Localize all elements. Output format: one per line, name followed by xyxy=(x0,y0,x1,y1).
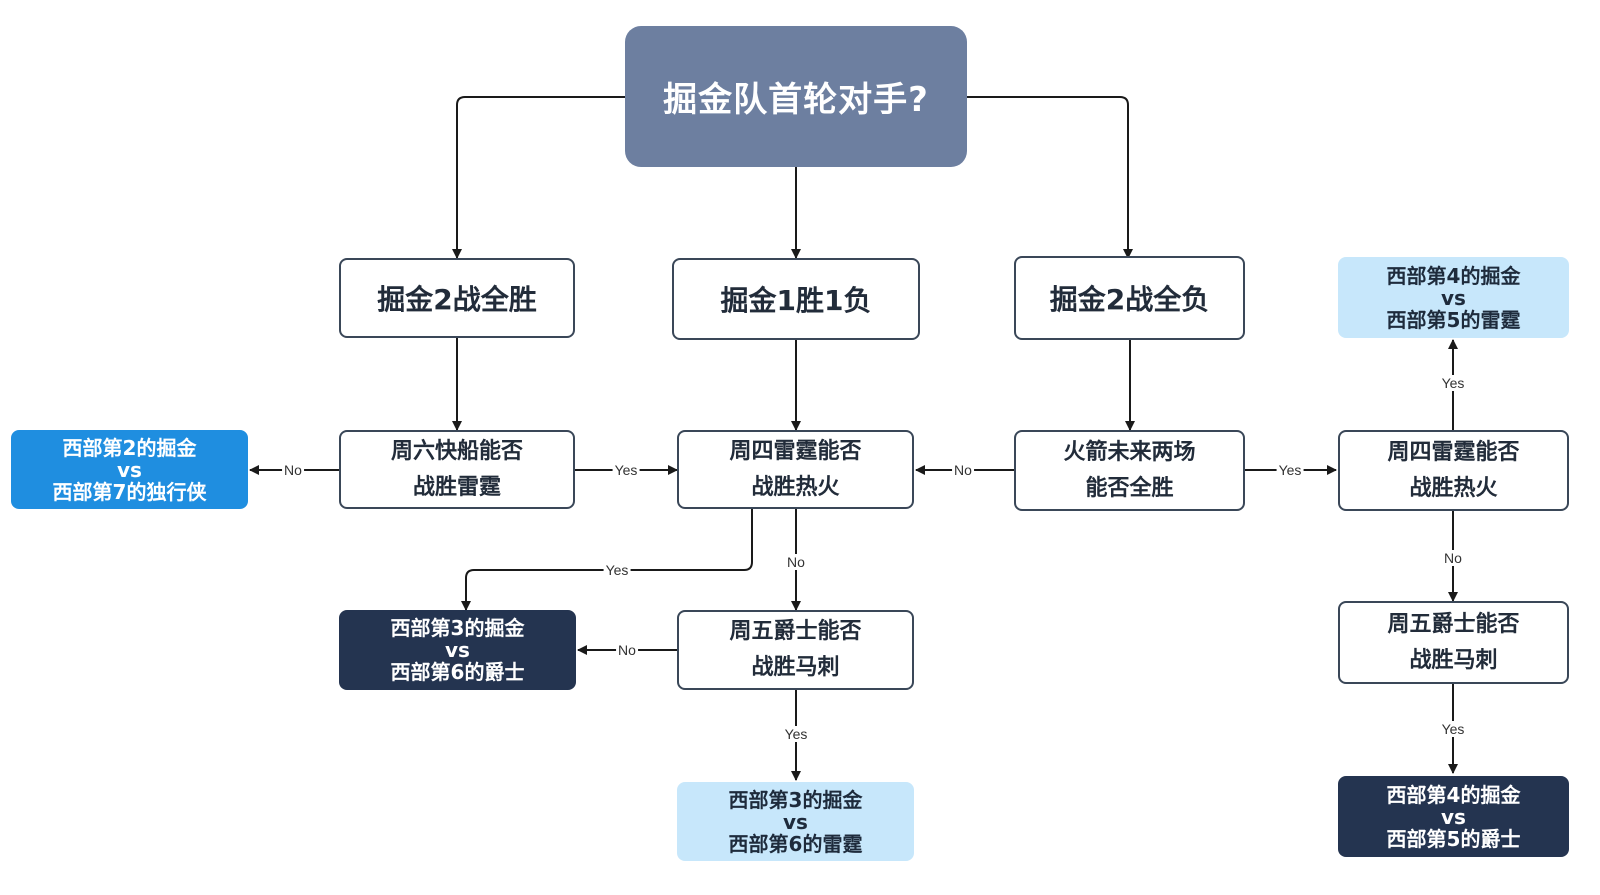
result-line-1: 西部第3的掘金 xyxy=(728,787,863,812)
edge-root-left xyxy=(452,96,625,259)
edge-label-yes: Yes xyxy=(1276,462,1304,478)
question-thunder-beat-heat-center: 周四雷霆能否 战胜热火 xyxy=(677,430,914,509)
result-vs: vs xyxy=(445,638,470,662)
result-vs: vs xyxy=(1441,804,1466,829)
result-line-2: 西部第5的爵士 xyxy=(1386,826,1521,851)
result-nuggets4-vs-jazz: 西部第4的掘金 vs 西部第5的爵士 xyxy=(1338,776,1569,857)
question-jazz-beat-spurs-center: 周五爵士能否 战胜马刺 xyxy=(677,610,914,690)
edge-label-no: No xyxy=(1442,550,1464,566)
result-line-2: 西部第7的独行侠 xyxy=(52,479,207,504)
edge-label-no: No xyxy=(616,642,638,658)
edge-label-no: No xyxy=(952,462,974,478)
edge-root-right xyxy=(967,96,1133,259)
question-line-2: 战胜热火 xyxy=(751,474,840,500)
result-vs: vs xyxy=(783,809,808,834)
edge-label-no: No xyxy=(282,462,304,478)
edge-label-yes: Yes xyxy=(1439,721,1467,737)
result-line-1: 西部第4的掘金 xyxy=(1386,782,1521,807)
node-label: 掘金1胜1负 xyxy=(720,284,872,317)
node-nuggets-2-losses: 掘金2战全负 xyxy=(1014,256,1245,340)
root-question-node: 掘金队首轮对手? xyxy=(625,26,967,167)
question-line-1: 火箭未来两场 xyxy=(1063,439,1196,465)
question-line-1: 周四雷霆能否 xyxy=(729,438,862,464)
question-line-1: 周六快船能否 xyxy=(390,438,523,464)
edge-label-no: No xyxy=(785,554,807,570)
result-nuggets3-vs-jazz: 西部第3的掘金 vs 西部第6的爵士 xyxy=(339,610,576,690)
edge-label-yes: Yes xyxy=(612,462,640,478)
question-line-1: 周五爵士能否 xyxy=(1387,611,1520,637)
edge-label-yes: Yes xyxy=(782,726,810,742)
question-line-2: 战胜马刺 xyxy=(1409,647,1498,673)
question-line-1: 周五爵士能否 xyxy=(729,619,862,644)
result-line-2: 西部第6的雷霆 xyxy=(728,831,863,856)
question-clippers-beat-thunder: 周六快船能否 战胜雷霆 xyxy=(339,430,575,509)
root-question-label: 掘金队首轮对手? xyxy=(663,80,929,120)
result-line-1: 西部第2的掘金 xyxy=(62,435,197,460)
question-jazz-beat-spurs-right: 周五爵士能否 战胜马刺 xyxy=(1338,601,1569,684)
question-line-2: 能否全胜 xyxy=(1085,475,1174,501)
node-nuggets-2-wins: 掘金2战全胜 xyxy=(339,258,575,338)
result-vs: vs xyxy=(117,457,142,482)
question-line-1: 周四雷霆能否 xyxy=(1387,439,1520,465)
result-nuggets4-vs-thunder: 西部第4的掘金 vs 西部第5的雷霆 xyxy=(1338,257,1569,338)
question-rockets-win-both: 火箭未来两场 能否全胜 xyxy=(1014,430,1245,511)
edge-label-yes: Yes xyxy=(603,562,631,578)
result-vs: vs xyxy=(1441,285,1466,310)
question-line-2: 战胜马刺 xyxy=(751,655,840,680)
node-nuggets-1-win-1-loss: 掘金1胜1负 xyxy=(672,258,920,340)
question-thunder-beat-heat-right: 周四雷霆能否 战胜热火 xyxy=(1338,430,1569,511)
edge-yes-thunder3 xyxy=(461,509,753,611)
node-label: 掘金2战全负 xyxy=(1049,283,1210,316)
edge-label-yes: Yes xyxy=(1439,375,1467,391)
result-nuggets3-vs-thunder: 西部第3的掘金 vs 西部第6的雷霆 xyxy=(677,782,914,861)
result-line-2: 西部第6的爵士 xyxy=(390,660,525,684)
question-line-2: 战胜雷霆 xyxy=(412,474,501,500)
result-line-1: 西部第3的掘金 xyxy=(390,616,525,640)
result-line-1: 西部第4的掘金 xyxy=(1386,263,1521,288)
result-nuggets2-vs-mavericks: 西部第2的掘金 vs 西部第7的独行侠 xyxy=(11,430,248,509)
question-line-2: 战胜热火 xyxy=(1409,475,1498,501)
node-label: 掘金2战全胜 xyxy=(377,283,537,316)
result-line-2: 西部第5的雷霆 xyxy=(1386,307,1521,332)
